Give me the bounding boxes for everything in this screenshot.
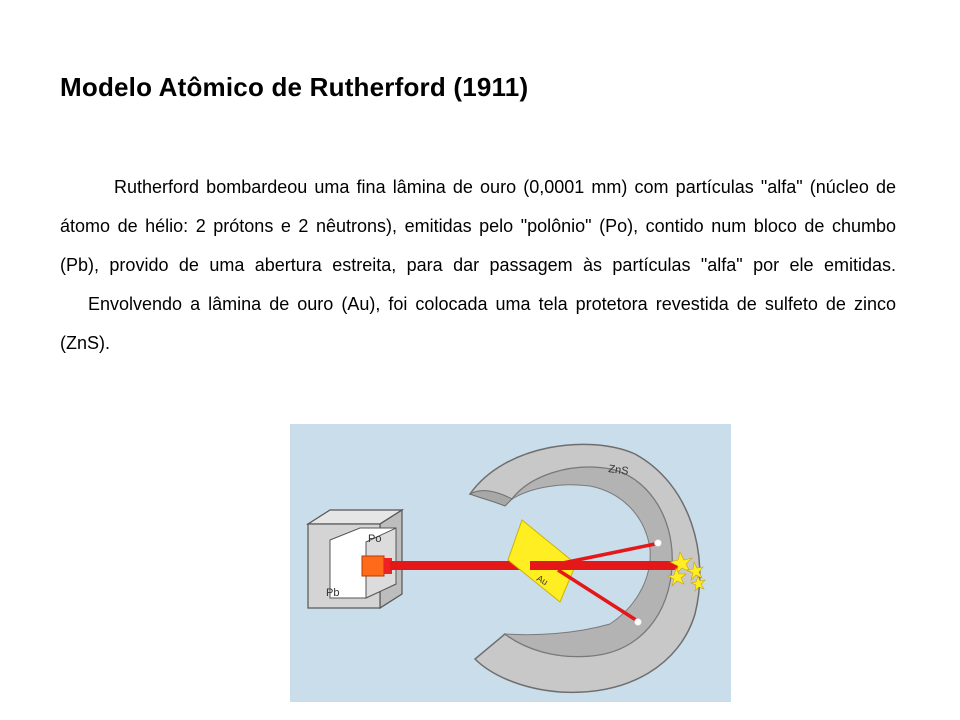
slide-body: Rutherford bombardeou uma fina lâmina de… bbox=[60, 168, 896, 363]
impact-spot-down bbox=[634, 618, 642, 626]
deflected-beam-down bbox=[557, 568, 637, 622]
paragraph-1: Rutherford bombardeou uma fina lâmina de… bbox=[60, 177, 896, 275]
polonium-label: Po bbox=[368, 533, 381, 545]
polonium-source bbox=[361, 555, 385, 577]
paragraph-2: Envolvendo a lâmina de ouro (Au), foi co… bbox=[60, 294, 896, 353]
deflected-beam-up bbox=[557, 542, 656, 566]
slide-title: Modelo Atômico de Rutherford (1911) bbox=[60, 72, 529, 102]
zns-screen-inner bbox=[503, 466, 673, 658]
scintillation-flashes bbox=[667, 551, 706, 592]
lead-label: Pb bbox=[326, 587, 339, 599]
zns-screen-lip bbox=[468, 490, 513, 507]
impact-spot-up bbox=[654, 539, 662, 547]
rutherford-experiment-diagram: ZnS Po Pb Au bbox=[290, 424, 731, 702]
zns-label: ZnS bbox=[608, 463, 630, 478]
gold-label: Au bbox=[535, 573, 550, 587]
